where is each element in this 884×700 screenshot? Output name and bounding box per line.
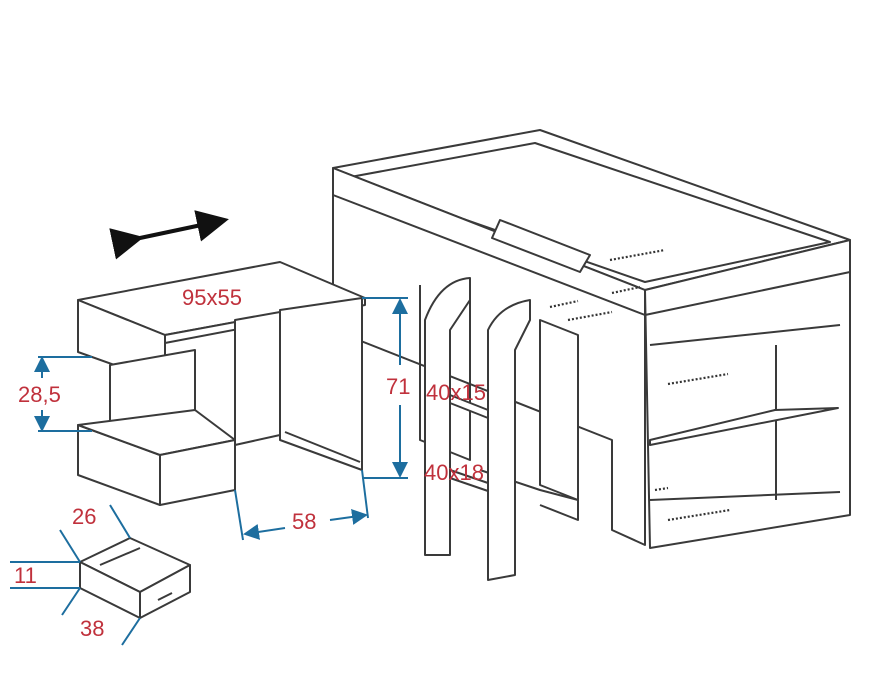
desk-depth-label: 58 [292,509,316,534]
bed-height-label: 71 [386,374,410,399]
slide-double-arrow-icon [109,210,229,260]
drawer-depth-label: 38 [80,616,104,641]
drawer [79,537,191,619]
desk-gap-height-label: 28,5 [18,382,61,407]
bed-frame [332,129,851,549]
lower-step-size-label: 40x18 [424,460,484,485]
dimension-lines [10,297,408,646]
drawer-width-label: 26 [72,504,96,529]
upper-step-size-label: 40x15 [426,380,486,405]
bed-hardware [549,248,731,522]
desk-top-size-label: 95x55 [182,285,242,310]
ladder [424,277,531,581]
drawer-height-label: 11 [14,563,37,588]
